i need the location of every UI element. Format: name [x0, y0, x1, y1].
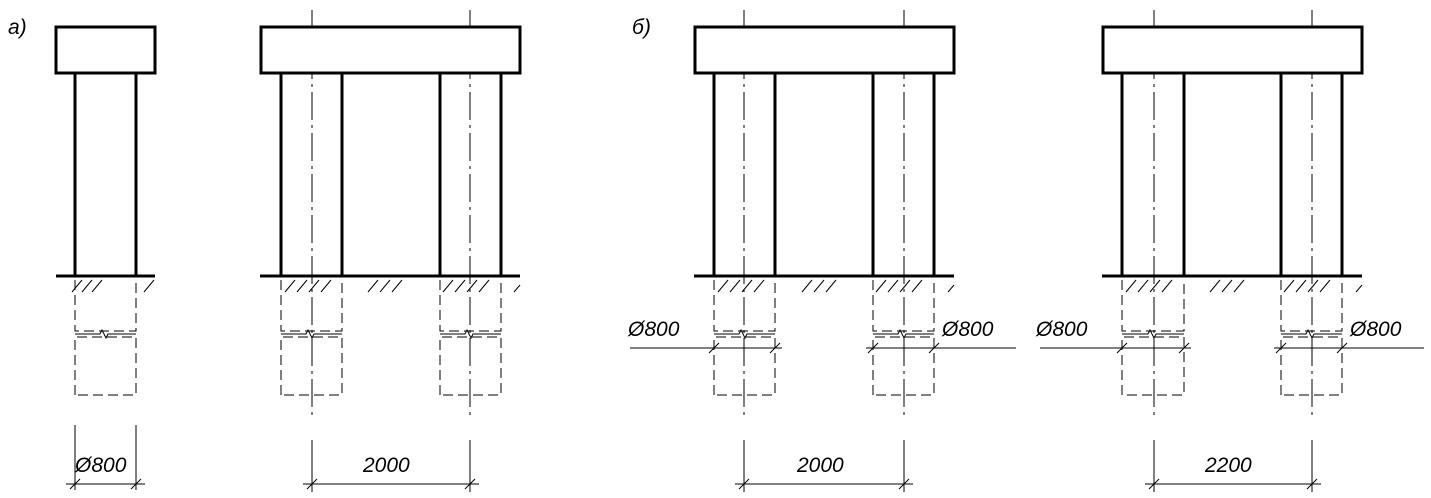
dimension-label-spacing: 2000 [796, 454, 844, 477]
ground-hatching [1125, 279, 1363, 293]
pile-cap [259, 25, 522, 75]
ground-hatching [717, 279, 955, 293]
ground-hatching [71, 279, 155, 293]
diameter-label-right: Ø800 [941, 318, 994, 341]
pile-cap [1101, 25, 1364, 75]
single-pile-foundation: Ø800 [54, 25, 157, 490]
ground-hatching [284, 279, 521, 293]
double-pile-foundation-b2: Ø800 Ø800 2200 [1035, 10, 1424, 492]
double-pile-foundation-a: 2000 [259, 10, 522, 492]
break-line [75, 328, 136, 340]
dimension-label-diameter: Ø800 [74, 454, 127, 477]
panel-label-a: а) [8, 16, 27, 39]
pile-hidden-lower [74, 336, 137, 396]
panel-label-b: б) [632, 16, 651, 39]
double-pile-foundation-b1: Ø800 Ø800 2000 [627, 10, 1016, 492]
diameter-label-left: Ø800 [627, 318, 680, 341]
diameter-label-right: Ø800 [1349, 318, 1402, 341]
dimension-label-spacing: 2000 [362, 454, 410, 477]
pile-cap [693, 25, 956, 75]
diameter-label-left: Ø800 [1035, 318, 1088, 341]
dimension-label-spacing: 2200 [1204, 454, 1252, 477]
pile-hidden-upper [74, 280, 137, 332]
pile-cap [54, 25, 157, 75]
